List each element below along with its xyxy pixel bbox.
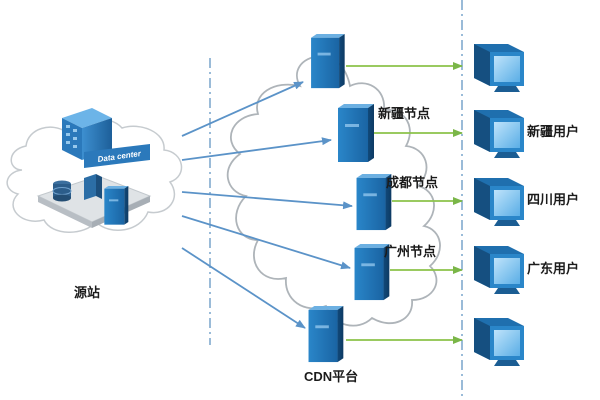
cdn-node-5-server — [308, 306, 344, 363]
node-4-label: 广州节点 — [384, 245, 437, 260]
arrow-origin-node-4 — [181, 215, 351, 270]
arrow-origin-node-1 — [181, 81, 304, 137]
arrow-origin-node-3 — [181, 191, 353, 210]
user-2-label: 新疆用户 — [527, 125, 580, 140]
user-5-monitor — [474, 318, 524, 366]
node-to-user-arrows — [346, 62, 463, 344]
user-4-monitor — [474, 246, 524, 294]
cdn-node-2-server — [338, 104, 374, 162]
user-3-label: 四川用户 — [527, 193, 580, 208]
cdn-node-1-server — [311, 34, 345, 89]
origin-to-node-arrows — [181, 81, 353, 329]
arrow-origin-node-2 — [181, 137, 332, 161]
user-2-monitor — [474, 110, 524, 158]
node-3-label: 成都节点 — [386, 176, 439, 191]
user-3-monitor — [474, 178, 524, 226]
origin-label: 源站 — [74, 286, 101, 301]
origin-server-cluster — [36, 174, 152, 228]
cdn-cloud — [226, 55, 441, 327]
arrow-origin-node-5 — [181, 247, 306, 329]
node-2-label: 新疆节点 — [378, 107, 431, 122]
user-4-label: 广东用户 — [527, 262, 580, 277]
user-1-monitor — [474, 44, 524, 92]
data-center-building: Data center — [62, 108, 150, 168]
cdn-platform-label: CDN平台 — [304, 369, 359, 384]
